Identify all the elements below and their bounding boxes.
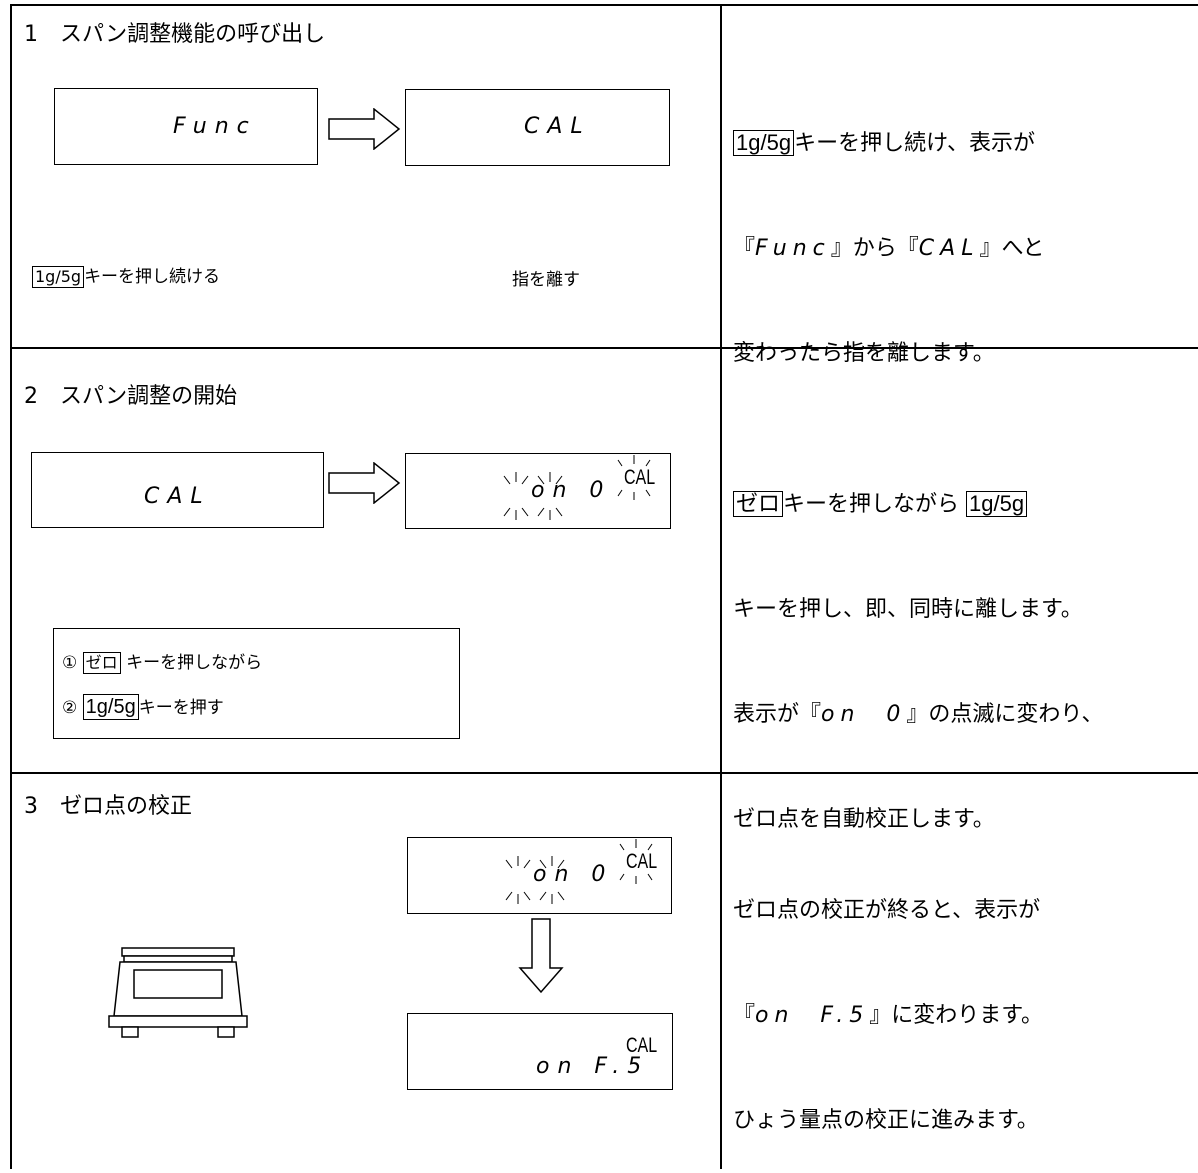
lcd-text: on 0 <box>531 478 612 503</box>
right-arrow-icon <box>328 462 401 504</box>
key-1g5g: 1g/5g <box>733 130 795 156</box>
scale-icon <box>108 947 248 1038</box>
section-3-description: ゼロ点の校正が終ると、表示が 『on F.5』に変わります。 ひょう量点の校正に… <box>733 898 1044 1133</box>
lcd-text: Func <box>173 114 257 139</box>
key-1g5g: 1g/5g <box>966 491 1028 517</box>
down-arrow-icon <box>518 918 564 994</box>
procedure-table <box>10 4 1198 1169</box>
row-divider-2 <box>10 772 1198 774</box>
blink-marks-icon <box>505 839 653 904</box>
lcd-blink-on0: on 0 CAL <box>405 453 671 529</box>
lcd-blink-on0: on 0 CAL <box>407 837 672 914</box>
section-3-title: 3 ゼロ点の校正 <box>24 794 192 819</box>
lcd-cal: CAL <box>31 452 324 528</box>
section-1-title: 1 スパン調整機能の呼び出し <box>24 22 326 47</box>
cal-indicator: CAL <box>624 467 656 490</box>
lcd-text: on 0 <box>533 862 614 887</box>
cal-indicator: CAL <box>626 851 658 874</box>
lcd-text: on F.5 <box>536 1054 650 1079</box>
section-2-title: 2 スパン調整の開始 <box>24 384 238 409</box>
key-1g5g: 1g/5g <box>32 266 85 288</box>
lcd-func: Func <box>54 88 318 165</box>
blink-marks-icon <box>503 455 651 520</box>
lcd-cal: CAL <box>405 89 670 166</box>
instruction-step-1: ① ゼロ キーを押しながら <box>62 652 263 674</box>
right-arrow-icon <box>328 108 401 150</box>
cal-indicator: CAL <box>626 1035 658 1058</box>
lcd-on-f5: on F.5 CAL <box>407 1013 673 1090</box>
lcd-text: CAL <box>144 484 211 509</box>
key-1g5g: 1g/5g <box>82 694 139 720</box>
caption-release: 指を離す <box>512 270 580 290</box>
key-zero: ゼロ <box>82 652 121 674</box>
key-zero: ゼロ <box>733 491 784 517</box>
section-2-description: ゼロキーを押しながら 1g/5g キーを押し、即、同時に離します。 表示が『on… <box>733 491 1104 832</box>
column-divider <box>720 4 722 1169</box>
row-divider-1 <box>10 347 1198 349</box>
lcd-text: CAL <box>524 114 591 139</box>
